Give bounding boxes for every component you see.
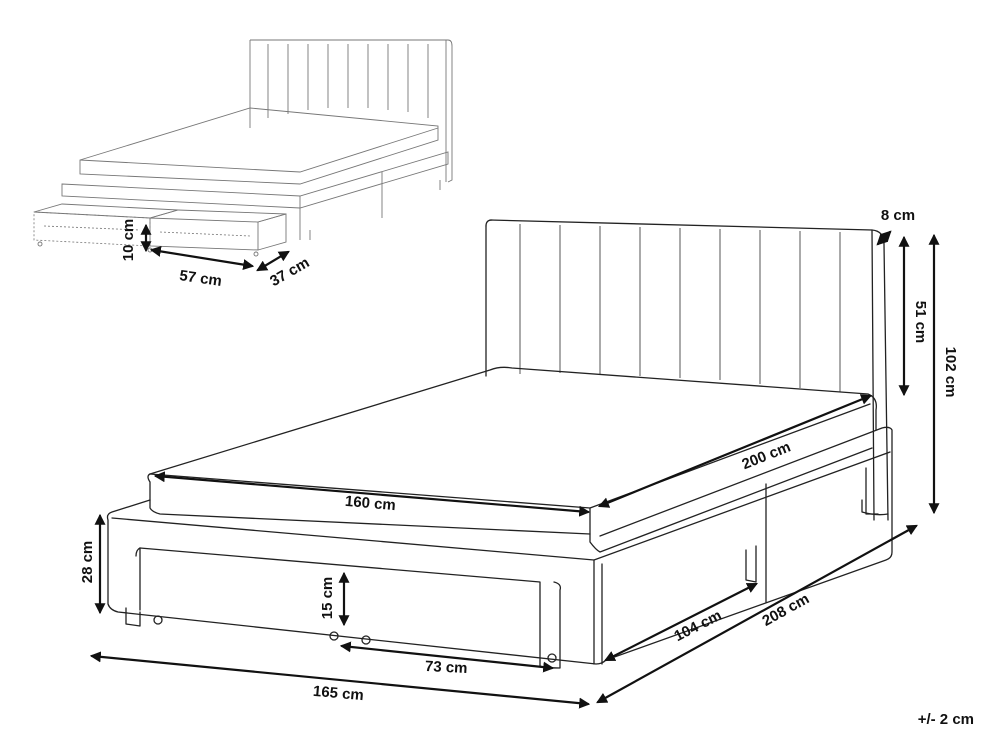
headboard-height-label: 51 cm bbox=[912, 301, 929, 344]
drawer-height-label: 10 cm bbox=[120, 219, 137, 262]
small-bed-dimensions bbox=[140, 223, 290, 272]
drawer-front-height-label: 15 cm bbox=[319, 577, 336, 620]
small-bed-drawing bbox=[33, 39, 453, 257]
mattress-length-label: 200 cm bbox=[740, 438, 794, 473]
total-width-label: 165 cm bbox=[312, 683, 364, 704]
tolerance-note: +/- 2 cm bbox=[918, 711, 974, 728]
main-bed-dimensions bbox=[89, 230, 940, 709]
frame-height-label: 28 cm bbox=[79, 541, 96, 584]
drawer-width-label: 57 cm bbox=[178, 267, 222, 290]
total-height-label: 102 cm bbox=[942, 347, 959, 398]
mattress-width-label: 160 cm bbox=[344, 493, 396, 514]
drawer-front-width-label: 73 cm bbox=[425, 658, 468, 677]
headboard-thickness-label: 8 cm bbox=[881, 207, 915, 224]
